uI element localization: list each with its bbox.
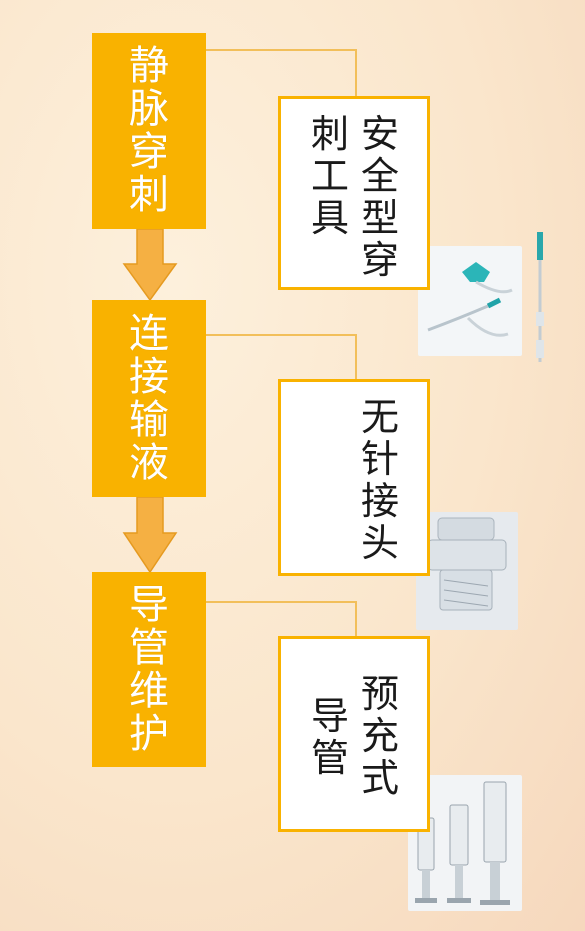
product-card-needle-free-connector: 无针接头: [278, 379, 430, 576]
step-connect-infusion: 连接输液: [92, 300, 206, 497]
needle-free-connector-image: [416, 512, 518, 630]
product-card-safety-puncture-tool: 安全型穿 刺工具: [278, 96, 430, 290]
product-card-prefilled-catheter: 预充式 导管: [278, 636, 430, 832]
step-label: 静脉穿刺: [129, 43, 169, 218]
product-label-col2: 导管: [310, 694, 349, 780]
product-label-col1: 安全型穿: [360, 112, 399, 282]
product-label-col1: 预充式: [360, 672, 399, 800]
step-venipuncture: 静脉穿刺: [92, 33, 206, 229]
step-catheter-maintenance: 导管维护: [92, 572, 206, 767]
connector-line-3: [206, 601, 357, 636]
step-label: 导管维护: [129, 581, 169, 757]
connector-line-1: [206, 49, 357, 96]
down-arrow-icon: [122, 496, 178, 574]
connector-line-2: [206, 334, 357, 379]
safety-puncture-device-image: [418, 232, 544, 362]
step-label: 连接输液: [129, 310, 169, 486]
product-label-col2: 刺工具: [310, 112, 349, 240]
down-arrow-icon: [122, 228, 178, 302]
product-label-col1: 无针接头: [360, 395, 399, 565]
